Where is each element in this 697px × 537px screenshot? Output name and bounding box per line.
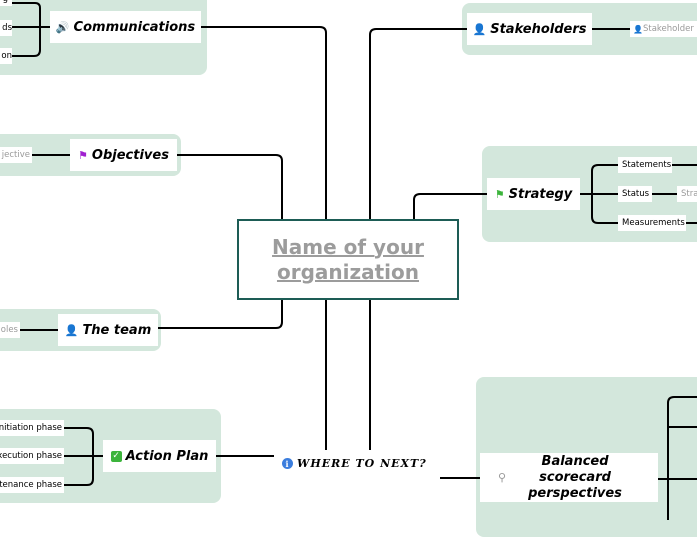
communications-child-2[interactable]: ds (0, 20, 12, 36)
objectives-label: Objectives (91, 147, 169, 163)
communications-node[interactable]: 🔊 Communications (50, 11, 201, 43)
action-plan-node[interactable]: ✓ Action Plan (103, 440, 216, 472)
team-node[interactable]: 👤 The team (58, 314, 158, 346)
user-icon: 👤 (64, 323, 79, 337)
team-label: The team (82, 322, 152, 338)
balanced-label: Balanced scorecard perspectives (528, 453, 622, 501)
where-to-next-label: WHERE TO NEXT? (297, 457, 427, 470)
objectives-node[interactable]: ⚑ Objectives (70, 139, 177, 171)
stakeholders-node[interactable]: 👤 Stakeholders (467, 13, 592, 45)
purple-flag-icon: ⚑ (78, 148, 88, 162)
central-topic-label: Name of your organization (272, 234, 424, 284)
communications-child-3[interactable]: on (0, 48, 12, 64)
stakeholders-child-label: Stakeholder (642, 24, 694, 34)
user-icon: 👤 (472, 22, 487, 36)
communications-label: Communications (73, 19, 196, 35)
stakeholders-child-1[interactable]: 👤 Stakeholder (630, 21, 697, 37)
communications-child-1[interactable]: g (0, 0, 12, 6)
magnifier-icon: ⚲ (497, 471, 507, 484)
central-topic[interactable]: Name of your organization (237, 219, 459, 300)
strategy-child-measurements[interactable]: Measurements (618, 215, 686, 231)
strategy-status-child[interactable]: Stra (677, 186, 697, 202)
strategy-child-statements[interactable]: Statements (618, 157, 672, 173)
objectives-child-1[interactable]: jective (0, 147, 32, 163)
speaker-icon: 🔊 (55, 20, 70, 34)
strategy-label: Strategy (508, 186, 573, 202)
action-plan-child-2[interactable]: xecution phase (0, 448, 64, 464)
strategy-node[interactable]: ⚑ Strategy (487, 178, 580, 210)
stakeholders-label: Stakeholders (490, 21, 587, 37)
action-plan-child-1[interactable]: Initiation phase (0, 420, 64, 436)
strategy-child-status[interactable]: Status (618, 186, 652, 202)
green-flag-icon: ⚑ (494, 187, 505, 201)
action-plan-child-3[interactable]: ntenance phase (0, 477, 64, 493)
info-icon: i (282, 458, 293, 469)
user-icon: 👤 (633, 24, 643, 34)
action-plan-label: Action Plan (125, 448, 209, 464)
balanced-node[interactable]: ⚲ Balanced scorecard perspectives (480, 453, 658, 502)
connector-lines (12, 2, 697, 520)
team-child-1[interactable]: oles (0, 322, 20, 338)
where-to-next-node[interactable]: i WHERE TO NEXT? (282, 457, 427, 470)
checkmark-icon: ✓ (110, 450, 122, 462)
